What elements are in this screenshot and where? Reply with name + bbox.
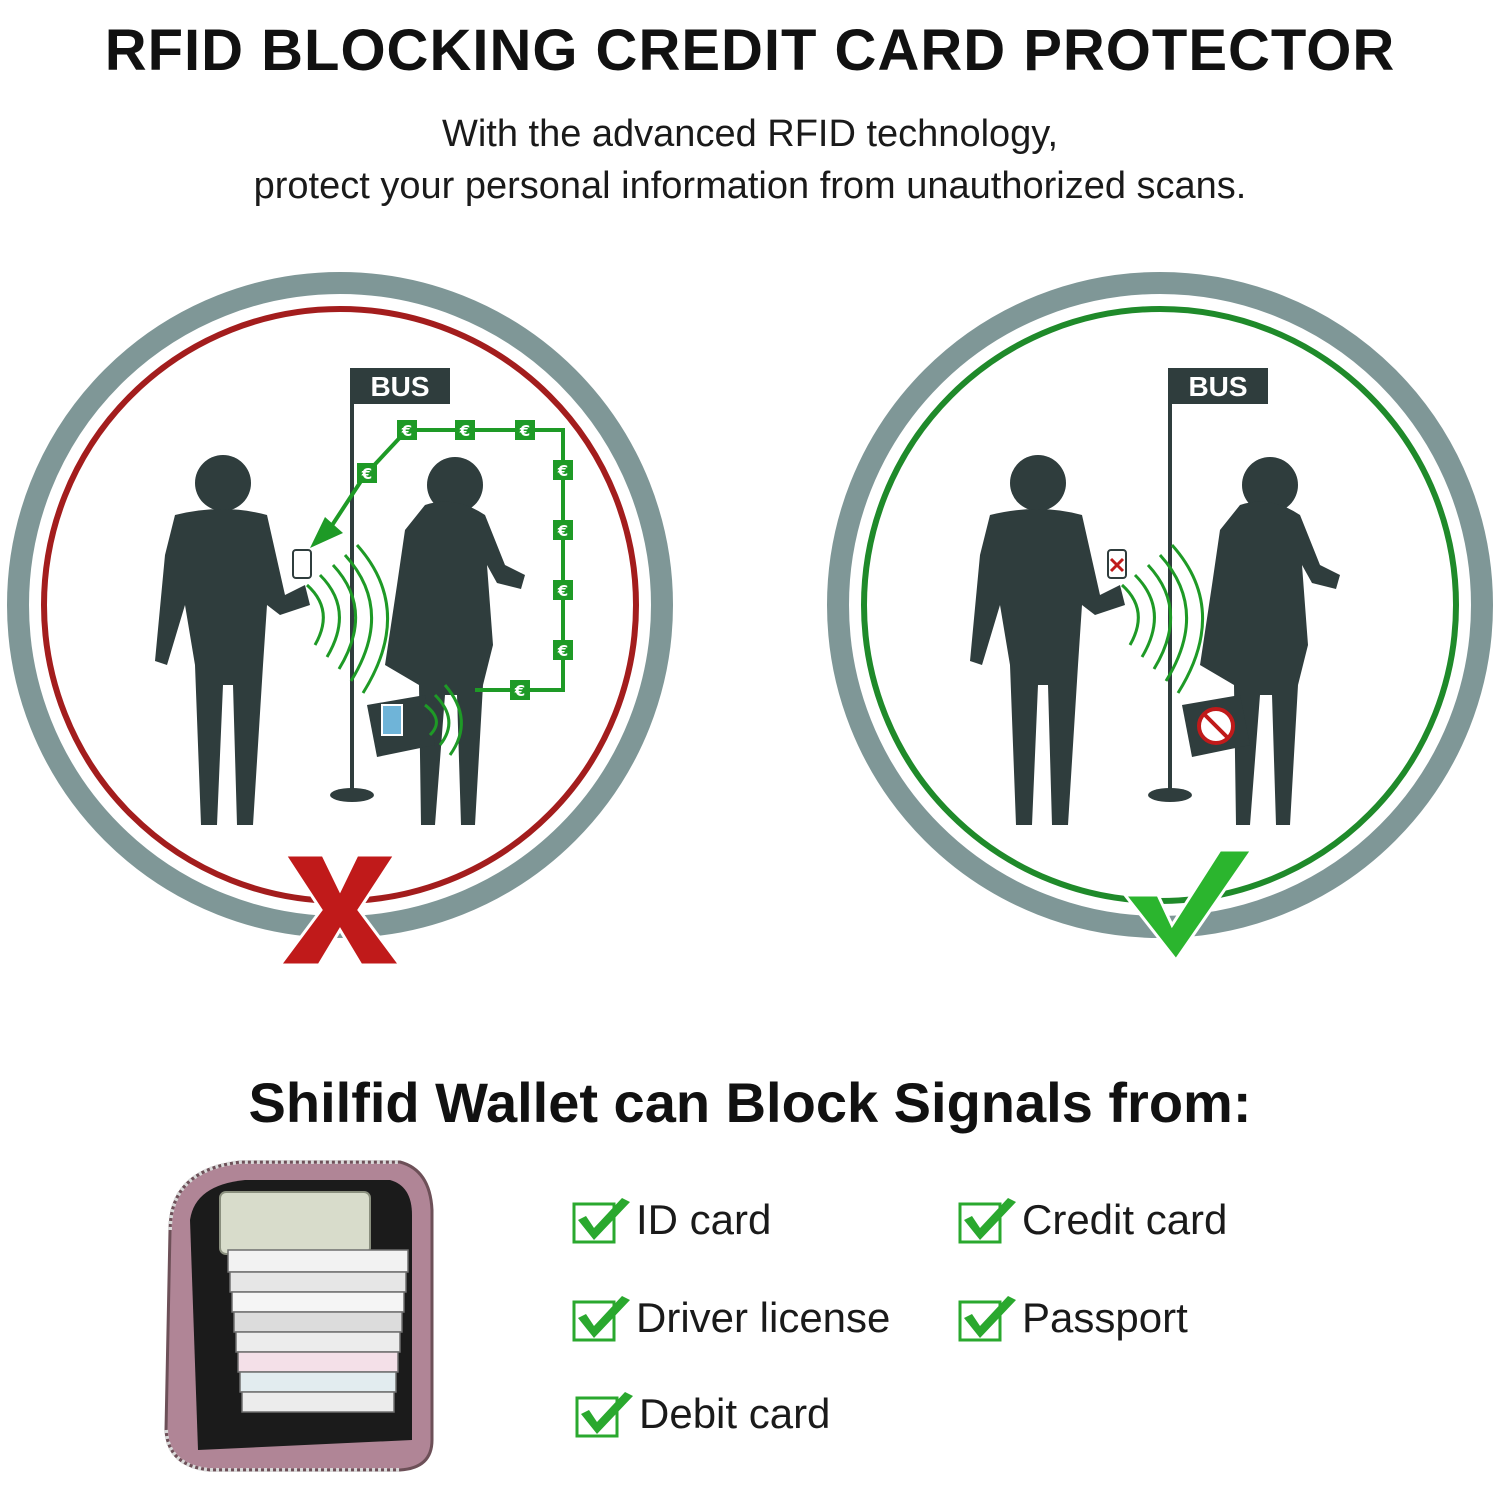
block-item-id-card: ID card	[572, 1190, 771, 1250]
checkbox-check-icon	[958, 1292, 1020, 1344]
bus-sign-text: BUS	[1188, 371, 1247, 402]
safe-ring	[861, 306, 1459, 904]
euro-icon	[510, 680, 530, 700]
euro-glyph: €	[401, 422, 412, 440]
signal-waves-icon	[305, 544, 463, 756]
subtitle-line-1: With the advanced RFID technology,	[441, 113, 1059, 155]
man-silhouette	[970, 455, 1125, 825]
block-item-label: Driver license	[636, 1294, 891, 1341]
euro-icon	[553, 640, 573, 660]
euro-glyph: €	[519, 422, 530, 440]
euro-icon	[397, 420, 417, 440]
block-item-label: Debit card	[639, 1390, 831, 1437]
euro-glyph: €	[459, 422, 470, 440]
block-item-passport: Passport	[958, 1288, 1188, 1348]
unprotected-illustration: BUS	[7, 272, 673, 965]
euro-icon	[553, 460, 573, 480]
outer-ring	[827, 272, 1493, 938]
phone-icon	[292, 549, 312, 579]
outer-ring	[7, 272, 673, 938]
bus-sign	[350, 368, 450, 404]
bus-sign-text: BUS	[370, 371, 429, 402]
block-item-label: ID card	[636, 1196, 772, 1243]
woman-silhouette	[385, 457, 525, 825]
euro-glyph: €	[557, 642, 568, 660]
block-item-label: Passport	[1022, 1294, 1188, 1341]
euro-icon	[553, 520, 573, 540]
bus-sign	[1168, 368, 1268, 404]
euro-icon	[515, 420, 535, 440]
blocked-x-icon	[1109, 557, 1125, 573]
data-theft-path	[407, 428, 565, 692]
arrow-head-icon	[310, 517, 343, 548]
block-item-label: Credit card	[1022, 1196, 1228, 1243]
block-signals-heading: Shilfid Wallet can Block Signals from:	[248, 1071, 1252, 1134]
block-item-driver-license: Driver license	[572, 1288, 890, 1348]
block-item-credit-card: Credit card	[958, 1190, 1227, 1250]
protected-illustration: BUS	[827, 272, 1493, 963]
block-item-debit-card: Debit card	[575, 1384, 830, 1444]
credit-card-icon	[381, 704, 403, 736]
wallet-illustration	[164, 1160, 434, 1472]
euro-icon	[553, 580, 573, 600]
checkmark-icon	[1121, 848, 1255, 963]
euro-glyph: €	[514, 682, 525, 700]
checkbox-check-icon	[572, 1292, 634, 1344]
signal-waves-icon	[1120, 544, 1204, 694]
card-slots	[227, 1249, 409, 1413]
euro-markers: € € € € € € € € €	[357, 420, 573, 700]
bus-pole-base	[330, 788, 374, 802]
euro-glyph: €	[557, 462, 568, 480]
no-signal-slash	[1202, 712, 1230, 740]
unprotected-scene: BUS	[5, 265, 685, 965]
zipper	[168, 1160, 400, 1231]
warning-ring	[41, 306, 639, 904]
checkbox-check-icon	[575, 1388, 637, 1440]
subtitle-line-2: protect your personal information from u…	[253, 165, 1247, 207]
wallet-product-image	[150, 1150, 450, 1480]
checkbox-check-icon	[572, 1194, 634, 1246]
banknote-icon	[219, 1191, 371, 1255]
page-subtitle: With the advanced RFID technology, prote…	[0, 108, 1500, 212]
checkbox-check-icon	[958, 1194, 1020, 1246]
man-silhouette	[155, 455, 310, 825]
bus-pole-base	[1148, 788, 1192, 802]
euro-glyph: €	[557, 582, 568, 600]
woman-silhouette	[1200, 457, 1340, 825]
protected-scene: BUS	[820, 265, 1500, 965]
euro-icon	[357, 463, 377, 483]
zipper-bottom	[164, 1429, 400, 1472]
x-mark-icon	[278, 853, 402, 965]
euro-glyph: €	[361, 465, 372, 483]
euro-icon	[455, 420, 475, 440]
page-title: RFID BLOCKING CREDIT CARD PROTECTOR	[104, 18, 1396, 83]
euro-glyph: €	[557, 522, 568, 540]
